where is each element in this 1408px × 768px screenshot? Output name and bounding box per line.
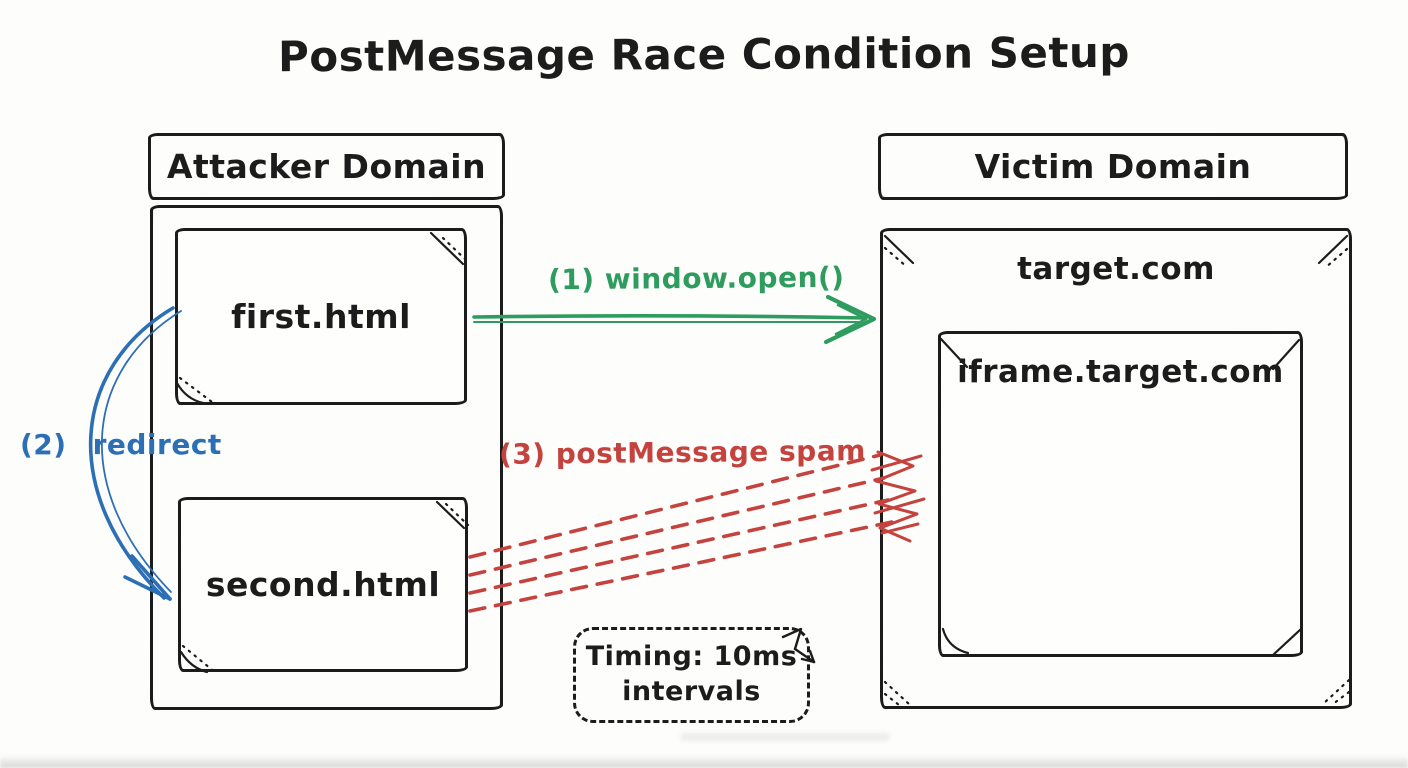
first-html-label: first.html xyxy=(231,297,411,336)
target-com-label: target.com xyxy=(1017,251,1215,287)
step3-postmessage-spam-label: (3) postMessage spam xyxy=(499,434,866,471)
victim-domain-header: Victim Domain xyxy=(878,133,1348,200)
iframe-target-com: iframe.target.com xyxy=(938,331,1303,657)
diagram-title: PostMessage Race Condition Setup xyxy=(277,27,1131,82)
second-html-label: second.html xyxy=(205,565,441,604)
iframe-target-com-label: iframe.target.com xyxy=(957,354,1284,390)
attacker-domain-header: Attacker Domain xyxy=(148,133,505,200)
paper-smudge xyxy=(680,733,890,741)
step1-window-open-label: (1) window.open() xyxy=(548,261,845,297)
step2-redirect-label: (2) redirect xyxy=(20,428,222,461)
window-open-arrow xyxy=(472,294,877,345)
step2-number: (2) xyxy=(20,428,67,461)
step1-text: (1) window.open() xyxy=(547,260,845,297)
step3-text: (3) postMessage spam xyxy=(498,434,866,471)
timing-line2: intervals xyxy=(622,676,761,707)
timing-note-box: Timing: 10ms intervals xyxy=(573,627,810,723)
second-html-page: second.html xyxy=(178,497,468,672)
bottom-edge-smudge xyxy=(0,755,1408,768)
step2-word: redirect xyxy=(92,428,222,461)
timing-line1: Timing: 10ms xyxy=(585,641,798,673)
postmessage-spam-arrows xyxy=(468,450,926,613)
victim-domain-label: Victim Domain xyxy=(974,147,1252,186)
first-html-page: first.html xyxy=(175,228,467,405)
attacker-domain-label: Attacker Domain xyxy=(166,147,487,186)
